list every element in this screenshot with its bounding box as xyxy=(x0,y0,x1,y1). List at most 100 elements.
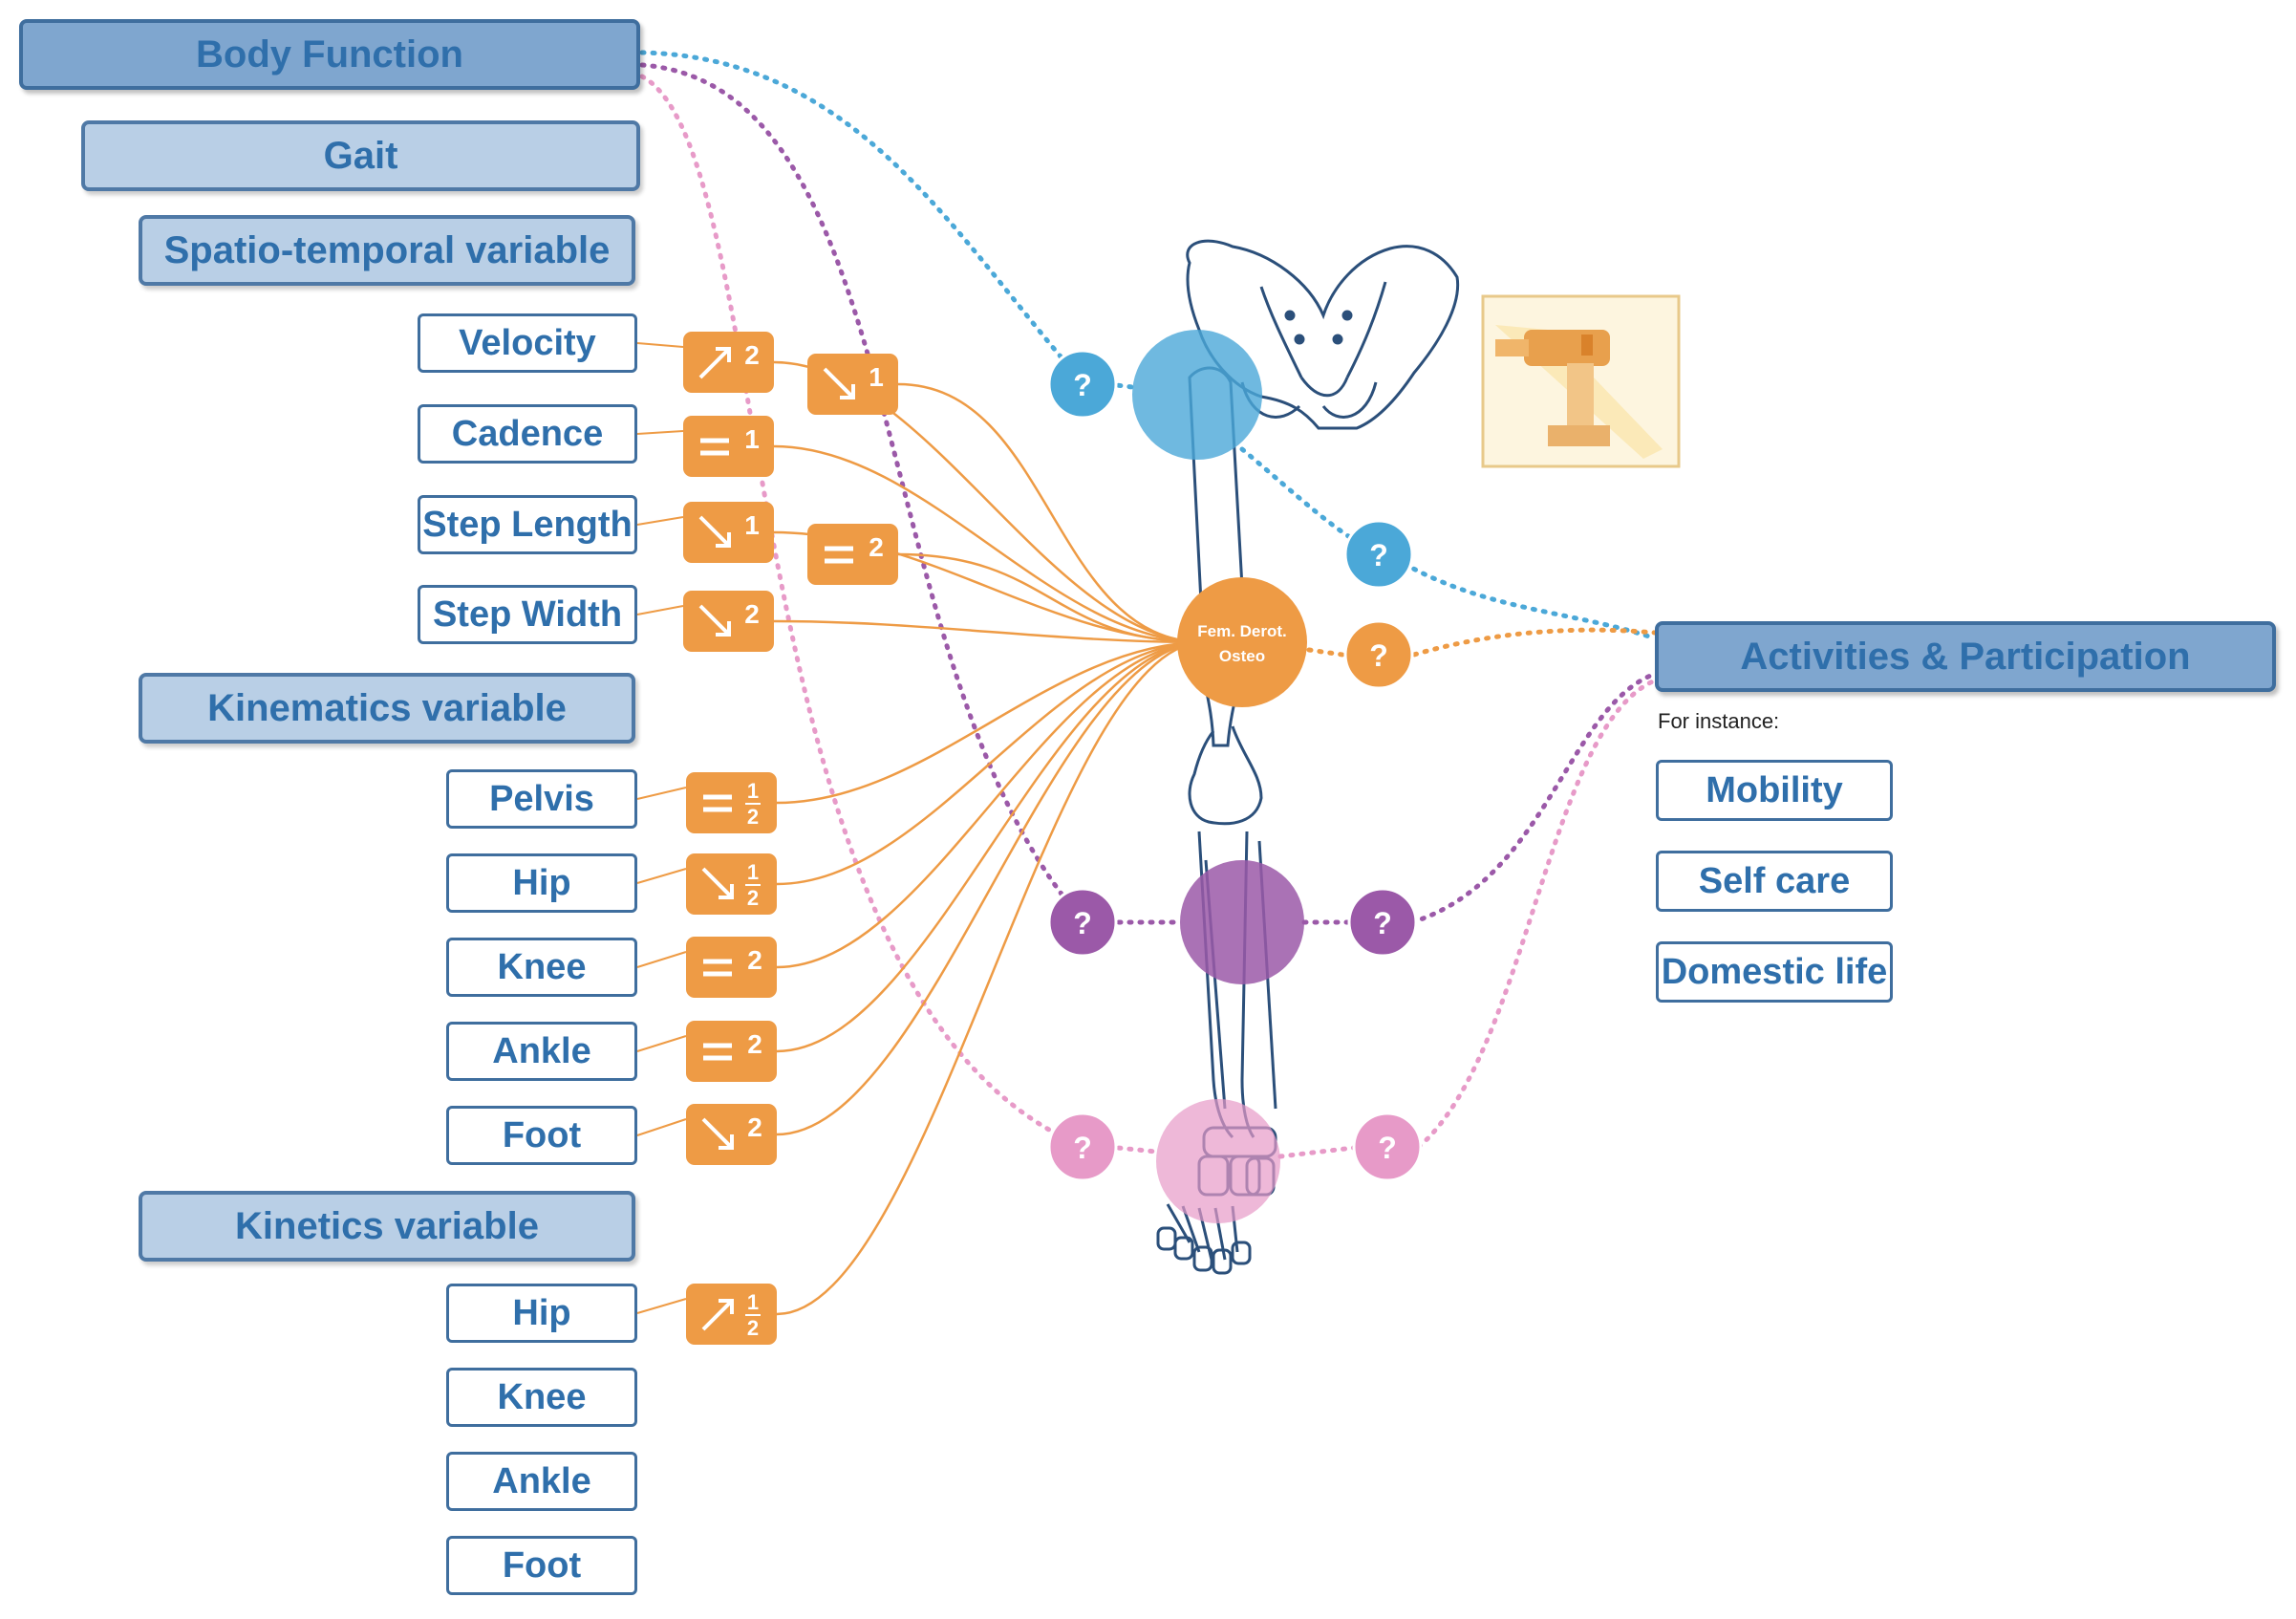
var-to-badge-line-7 xyxy=(636,1035,687,1052)
orange-connector-9 xyxy=(776,640,1205,1053)
var-kinematics-foot: Foot xyxy=(446,1106,637,1165)
badge-6: 12 xyxy=(686,772,777,833)
question-circle-pink-left: ? xyxy=(1047,1112,1118,1182)
gait-header: Gait xyxy=(81,120,640,191)
arrow-down-icon xyxy=(701,867,734,899)
var-kinematics-pelvis: Pelvis xyxy=(446,769,637,829)
arrow-down-head xyxy=(719,1134,734,1150)
question-mark: ? xyxy=(1369,638,1388,673)
orange-connector-2 xyxy=(773,444,1205,644)
dotted-line-pink-right xyxy=(1277,1144,1364,1159)
badge-bg xyxy=(686,937,777,998)
badge-number: 2 xyxy=(747,1112,762,1142)
var-to-badge-line-2 xyxy=(636,516,684,526)
question-circle-purple-right: ? xyxy=(1347,887,1418,958)
drill-icon xyxy=(1481,294,1681,468)
var-to-badge-line-1 xyxy=(636,430,684,435)
body-function-header: Body Function xyxy=(19,19,640,90)
question-circle-bg xyxy=(1047,887,1118,958)
for-instance-note: For instance: xyxy=(1658,709,1780,733)
arrow-down-icon xyxy=(823,367,855,399)
orange-connector-1 xyxy=(897,382,1205,644)
dotted-line-pink-left xyxy=(1105,1144,1159,1155)
arrow-up-head xyxy=(716,347,731,362)
var-cadence: Cadence xyxy=(418,404,637,464)
var-kinematics-hip: Hip xyxy=(446,853,637,913)
arrow-up-icon xyxy=(698,347,731,379)
question-circle-bg xyxy=(1047,349,1118,420)
arrow-down-head xyxy=(719,884,734,899)
var-to-badge-line-9 xyxy=(636,1298,687,1314)
dotted-line-orange-to-activities xyxy=(1402,627,1658,660)
badge-7: 12 xyxy=(686,853,777,915)
question-circle-pink-right: ? xyxy=(1352,1112,1423,1182)
badge-number: 2 xyxy=(744,599,760,629)
arrow-down-head xyxy=(716,621,731,637)
question-mark: ? xyxy=(1073,368,1092,402)
var-kinetics-ankle: Ankle xyxy=(446,1452,637,1511)
badge-number: 1 xyxy=(744,424,760,454)
badge-2: 1 xyxy=(683,416,774,477)
activity-domestic-life: Domestic life xyxy=(1656,941,1893,1003)
arrow-down-icon xyxy=(698,515,731,548)
var-to-badge-line-4 xyxy=(636,787,687,800)
procedure-node xyxy=(1177,577,1307,707)
var-step-length: Step Length xyxy=(418,495,637,554)
question-mark: ? xyxy=(1073,1131,1092,1165)
var-to-badge-line-8 xyxy=(636,1118,687,1136)
orange-connector-7 xyxy=(776,640,1205,886)
dotted-line-orange-right xyxy=(1306,647,1345,658)
badge-number-top: 1 xyxy=(747,860,759,884)
var-to-badge-line-5 xyxy=(636,868,687,884)
question-mark: ? xyxy=(1373,906,1392,940)
dotted-line-purple-bodyfunction xyxy=(639,62,1087,925)
knee-joint-circle xyxy=(1180,860,1304,984)
badge-4: 2 xyxy=(807,524,898,585)
procedure-label-line2: Osteo xyxy=(1219,647,1265,665)
badge-number-top: 1 xyxy=(747,1290,759,1314)
orange-connector-10 xyxy=(776,640,1205,1136)
dotted-line-blue-to-activities xyxy=(1402,561,1658,641)
question-circle-bg xyxy=(1352,1112,1423,1182)
connector-lines xyxy=(636,50,1658,1316)
var-kinetics-foot: Foot xyxy=(446,1536,637,1595)
question-circle-blue-left: ? xyxy=(1047,349,1118,420)
badge-1: 1 xyxy=(807,354,898,415)
badge-bg xyxy=(686,1021,777,1082)
badge-number-bottom: 2 xyxy=(747,886,759,910)
badge-5: 2 xyxy=(683,591,774,652)
badge-3: 1 xyxy=(683,502,774,563)
var-velocity: Velocity xyxy=(418,313,637,373)
question-circle-bg xyxy=(1343,619,1414,690)
badge-bg xyxy=(807,524,898,585)
badge-8: 2 xyxy=(686,937,777,998)
badge-0: 2 xyxy=(683,332,774,393)
arrow-down-head xyxy=(716,532,731,548)
badge-number: 2 xyxy=(747,1029,762,1059)
question-circle-purple-left: ? xyxy=(1047,887,1118,958)
badge-number-bottom: 2 xyxy=(747,805,759,829)
var-step-width: Step Width xyxy=(418,585,637,644)
activity-self-care: Self care xyxy=(1656,851,1893,912)
var-kinetics-knee: Knee xyxy=(446,1368,637,1427)
dotted-line-purple-to-activities xyxy=(1409,671,1658,925)
question-circle-blue-right: ? xyxy=(1343,519,1414,590)
kinematics-header: Kinematics variable xyxy=(139,673,635,744)
orange-connector-6 xyxy=(776,640,1205,805)
var-kinetics-hip: Hip xyxy=(446,1284,637,1343)
ankle-joint-circle xyxy=(1156,1099,1280,1223)
var-to-badge-line-3 xyxy=(636,605,684,615)
dotted-line-blue-bodyfunction xyxy=(639,50,1087,387)
arrow-down-head xyxy=(840,384,855,399)
badge-number-top: 1 xyxy=(747,779,759,803)
question-circle-orange: ? xyxy=(1343,619,1414,690)
orange-connector-4 xyxy=(897,552,1205,644)
orange-connector-8 xyxy=(776,640,1205,969)
badge-number: 1 xyxy=(869,362,884,392)
badge-number: 2 xyxy=(869,532,884,562)
activities-participation-header: Activities & Participation xyxy=(1655,621,2276,692)
procedure-label-line1: Fem. Derot. xyxy=(1197,622,1287,640)
spatio-temporal-header: Spatio-temporal variable xyxy=(139,215,635,286)
